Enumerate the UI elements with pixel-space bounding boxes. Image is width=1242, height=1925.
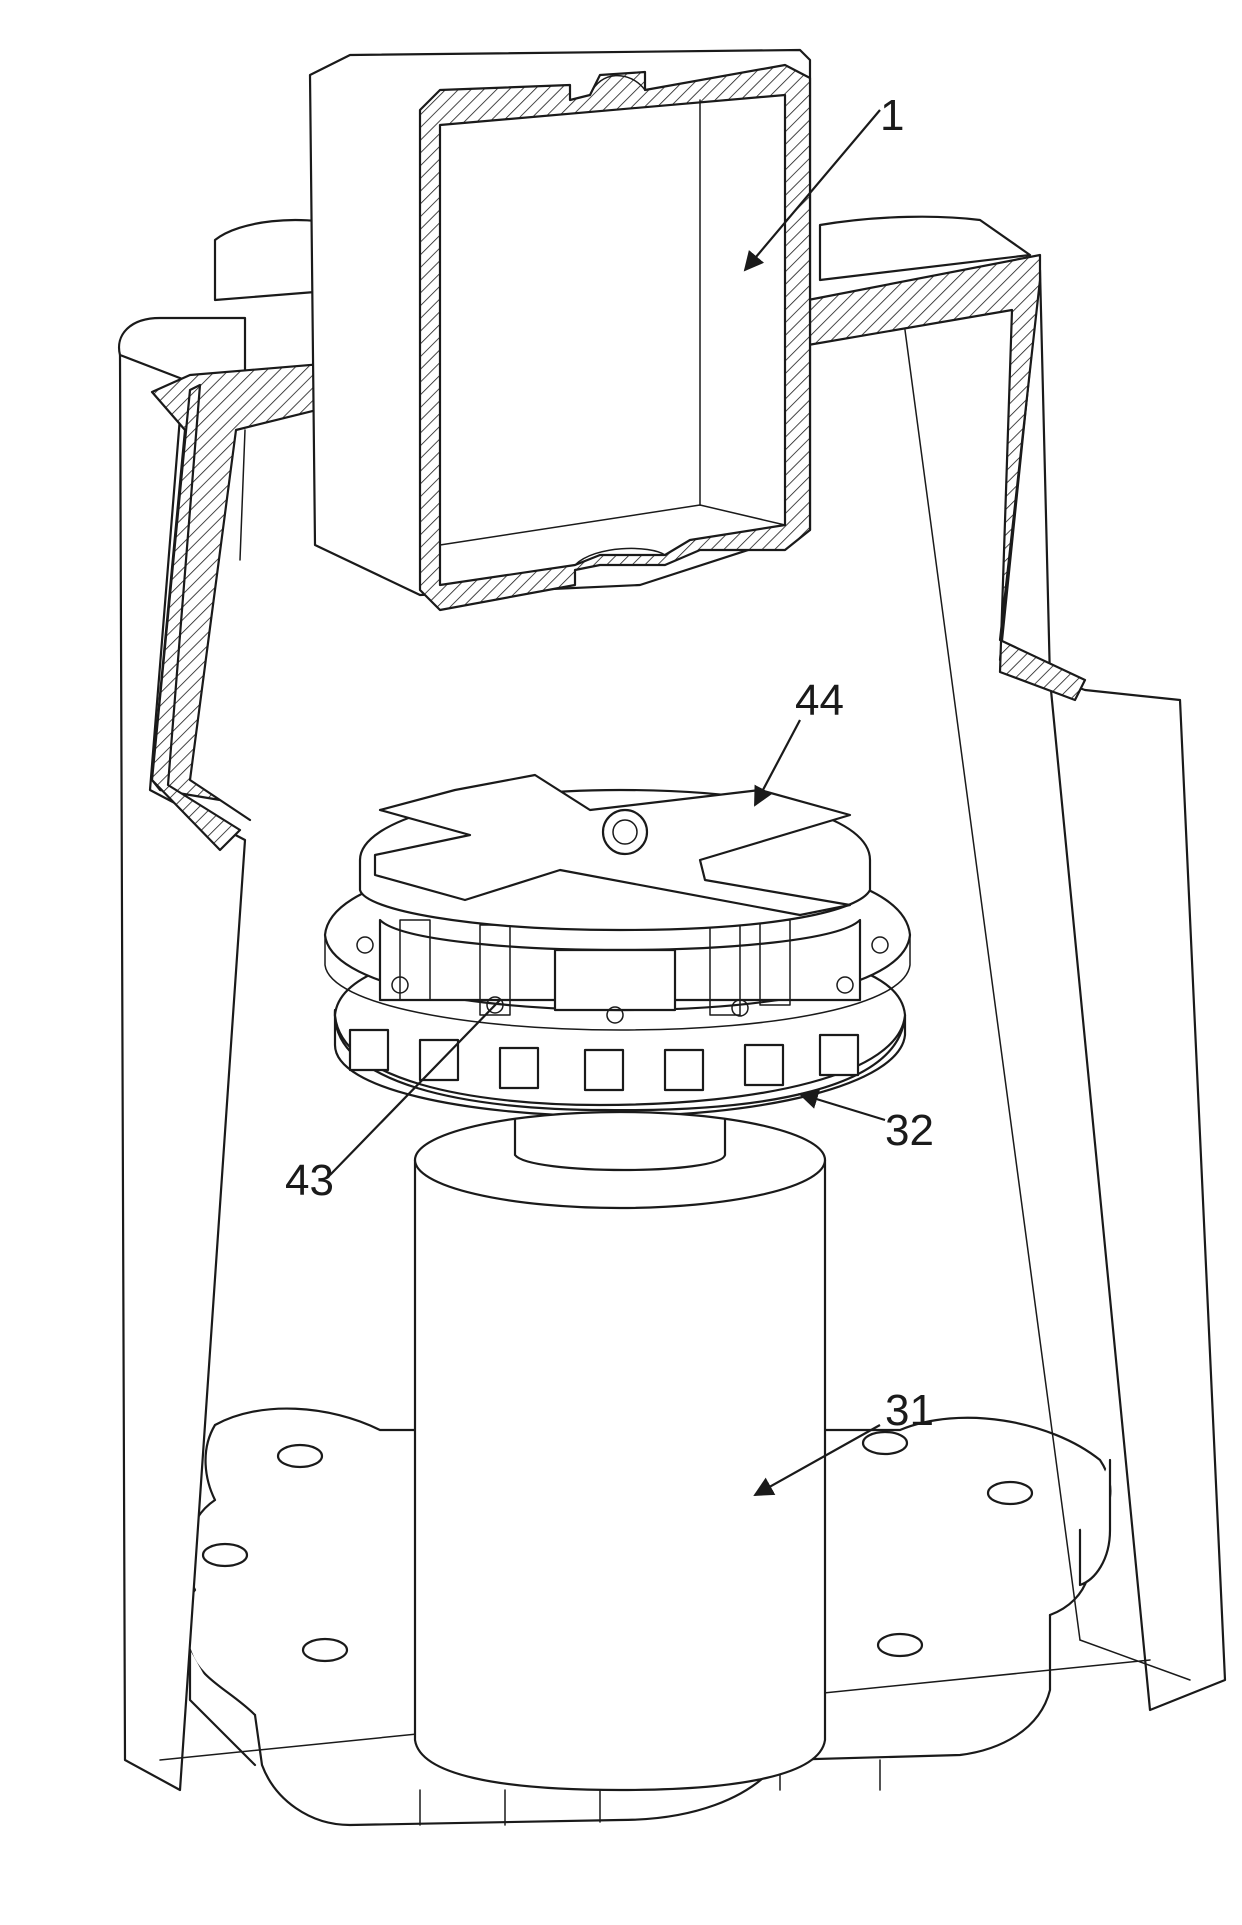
cylinder-31 — [413, 1110, 827, 1792]
ring-teeth — [348, 1028, 860, 1092]
leader-1 — [743, 109, 881, 272]
bolt-hole — [276, 1443, 324, 1469]
housing-frame — [117, 215, 1227, 1792]
bolt-hole — [876, 1632, 924, 1658]
ring-bolt — [836, 976, 854, 994]
callout-labels: 1 44 32 43 31 — [285, 91, 934, 1435]
ring-tooth — [663, 1048, 705, 1092]
ring-tooth — [818, 1033, 860, 1077]
ring-tooth — [348, 1028, 390, 1072]
leader-43 — [329, 999, 501, 1176]
leader-44 — [754, 719, 801, 807]
center-block — [553, 948, 677, 1012]
callout-32: 32 — [885, 1106, 934, 1155]
leader-31 — [753, 1424, 881, 1496]
spring — [399, 919, 431, 1001]
cross-plate-44 — [358, 773, 872, 932]
ring-bolt — [731, 999, 749, 1017]
callout-31: 31 — [885, 1386, 934, 1435]
ring-bolt-holes — [356, 936, 889, 1024]
ring-bolt — [391, 976, 409, 994]
center-nut — [601, 808, 649, 856]
callout-43: 43 — [285, 1156, 334, 1205]
ring-tooth — [743, 1043, 785, 1087]
ring-bolt — [486, 996, 504, 1014]
ring-tooth — [583, 1048, 625, 1092]
leader-lines — [329, 109, 886, 1496]
bolt-hole — [201, 1542, 249, 1568]
leader-32 — [798, 1089, 886, 1122]
bolt-hole — [861, 1430, 909, 1456]
callout-1: 1 — [880, 91, 904, 140]
ring-bolt — [606, 1006, 624, 1024]
ring-bolt — [871, 936, 889, 954]
bolt-hole — [986, 1480, 1034, 1506]
bolt-hole — [301, 1637, 349, 1663]
ring-bolt — [356, 936, 374, 954]
callout-44: 44 — [795, 676, 844, 725]
ring-tooth — [418, 1038, 460, 1082]
block-part-1 — [308, 48, 812, 612]
ring-tooth — [498, 1046, 540, 1090]
